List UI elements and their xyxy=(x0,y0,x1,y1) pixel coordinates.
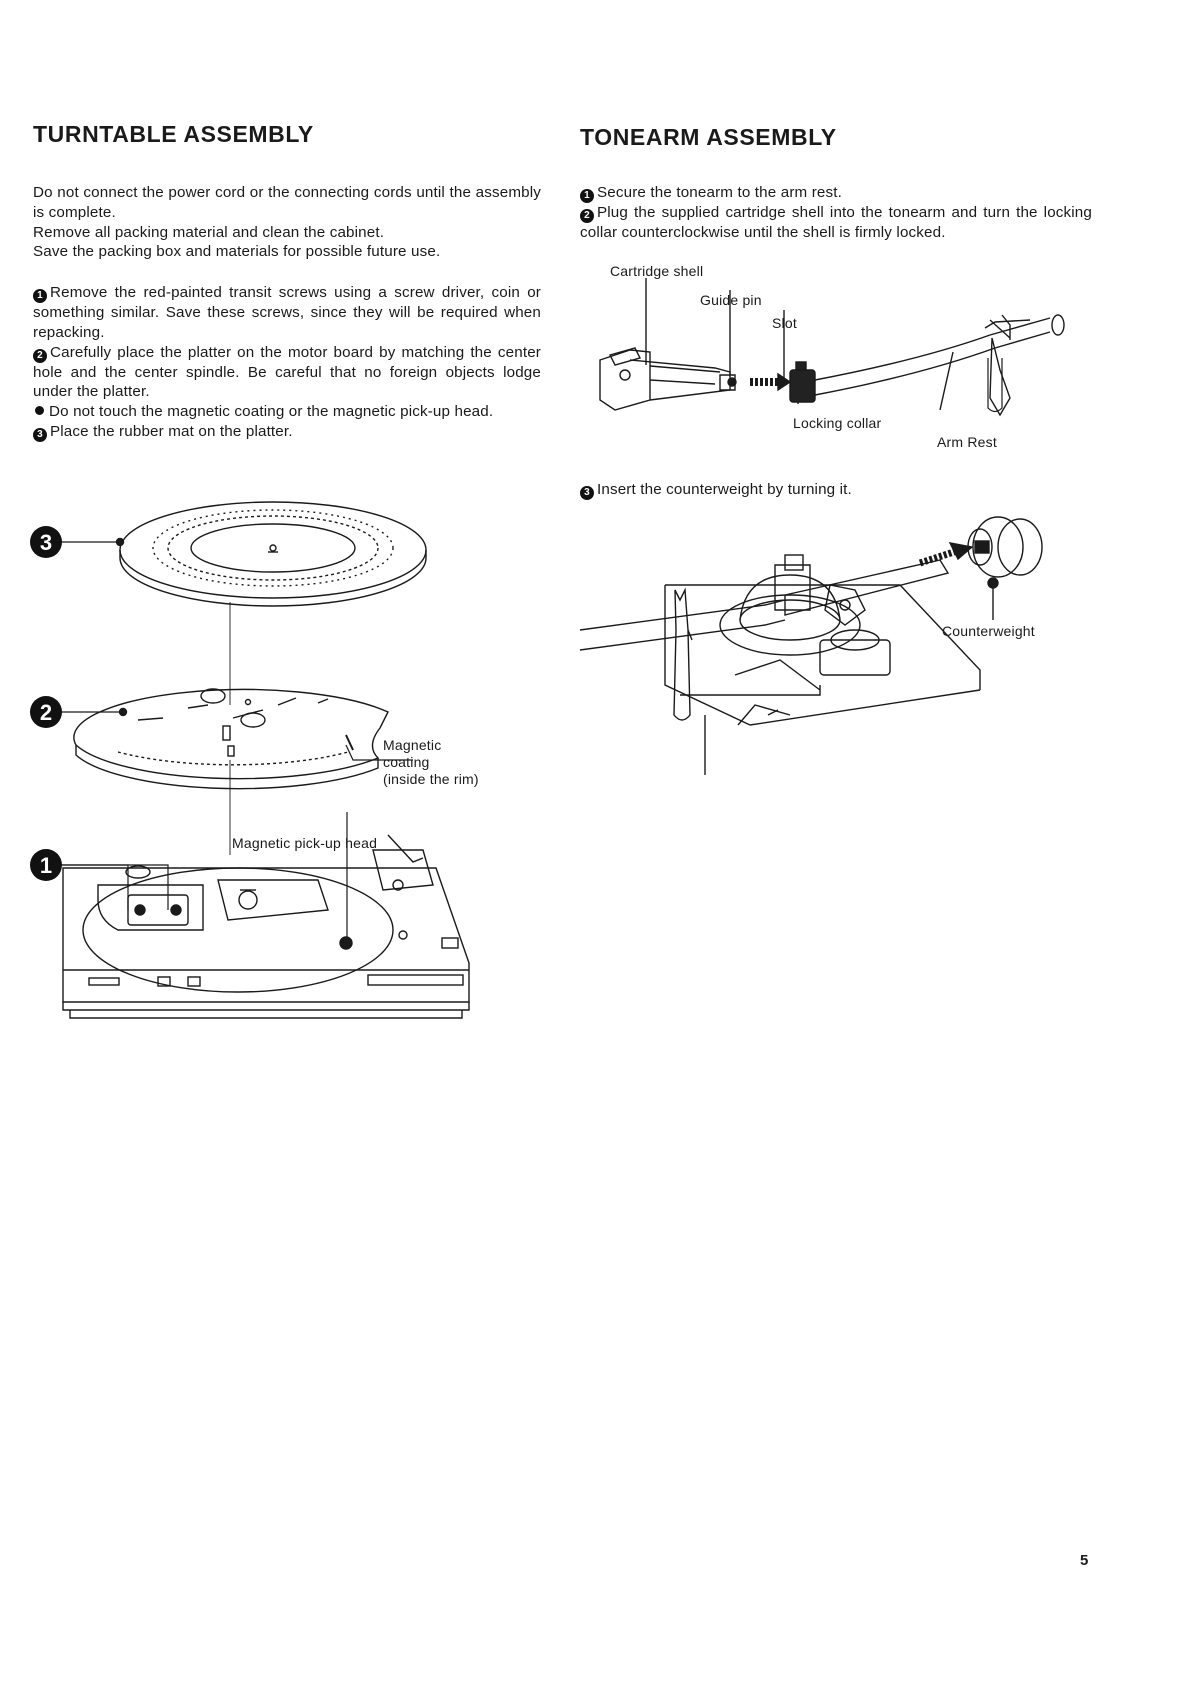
step-3-bullet: 3 xyxy=(33,427,47,442)
arm-rest-post xyxy=(673,587,693,721)
callout-3: 3 xyxy=(30,526,62,558)
tonearm-pipe xyxy=(814,314,1065,417)
tonearm-assembly-title: TONEARM ASSEMBLY xyxy=(580,124,837,150)
intro-line-3: Save the packing box and materials for p… xyxy=(33,243,441,261)
tonearm-step-1-text: Secure the tonearm to the arm rest. xyxy=(597,184,842,201)
rubber-mat xyxy=(119,501,427,607)
slot-label: Slot xyxy=(772,315,797,331)
tonearm-step-2-text: Plug the supplied cartridge shell into t… xyxy=(580,204,1092,241)
counterweight xyxy=(918,516,1043,589)
callout-1-number: 1 xyxy=(40,853,52,878)
pickup-head-label: Magnetic pick-up head xyxy=(232,835,378,851)
arm-rest-label: Arm Rest xyxy=(937,434,997,450)
counterweight-diagram xyxy=(579,516,1043,775)
step-2-bullet: 2 xyxy=(33,348,47,363)
turntable-base xyxy=(62,834,470,1019)
cartridge-shell-diagram xyxy=(599,278,1065,417)
turntable-assembly-title: TURNTABLE ASSEMBLY xyxy=(33,121,314,147)
step-1-bullet: 1 xyxy=(33,289,47,303)
magnetic-coating-line-1: Magnetic xyxy=(383,737,442,753)
tonearm-step-1-bullet: 1 xyxy=(580,189,594,203)
guide-pin-label: Guide pin xyxy=(700,292,762,308)
platter xyxy=(73,688,389,790)
intro-line-1: Do not connect the power cord or the con… xyxy=(33,184,541,221)
tonearm-step-3-bullet: 3 xyxy=(580,486,594,500)
turntable-caution-text: Do not touch the magnetic coating or the… xyxy=(49,403,494,421)
magnetic-coating-line-3: (inside the rim) xyxy=(383,771,479,787)
turntable-step-1-text: Remove the red-painted transit screws us… xyxy=(33,284,541,341)
callout-1: 1 xyxy=(30,849,62,881)
turntable-intro: Do not connect the power cord or the con… xyxy=(33,183,541,262)
locking-collar xyxy=(789,361,816,403)
callout-3-number: 3 xyxy=(40,530,52,555)
turntable-step-3-text: Place the rubber mat on the platter. xyxy=(50,422,293,440)
turntable-step-2-text: Carefully place the platter on the motor… xyxy=(33,343,541,401)
page-number: 5 xyxy=(1080,1552,1089,1569)
callout-2-number: 2 xyxy=(40,700,52,725)
locking-collar-label: Locking collar xyxy=(793,415,882,431)
magnetic-coating-line-2: coating xyxy=(383,754,430,770)
turntable-exploded-diagram: 3 2 1 xyxy=(30,501,470,1019)
tonearm-step-3-text: Insert the counterweight by turning it. xyxy=(597,481,852,498)
tonearm-tube xyxy=(579,554,950,651)
turntable-caution: Do not touch the magnetic coating or the… xyxy=(33,402,541,422)
tonearm-step-2-bullet: 2 xyxy=(580,209,594,223)
callout-2: 2 xyxy=(30,696,62,728)
caution-bullet-dot xyxy=(35,406,44,416)
cartridge-shell xyxy=(599,347,737,411)
intro-line-2: Remove all packing material and clean th… xyxy=(33,223,385,241)
counterweight-label: Counterweight xyxy=(942,623,1035,639)
magnetic-coating-label: Magnetic coating (inside the rim) xyxy=(383,737,479,788)
cartridge-shell-label: Cartridge shell xyxy=(610,263,704,279)
